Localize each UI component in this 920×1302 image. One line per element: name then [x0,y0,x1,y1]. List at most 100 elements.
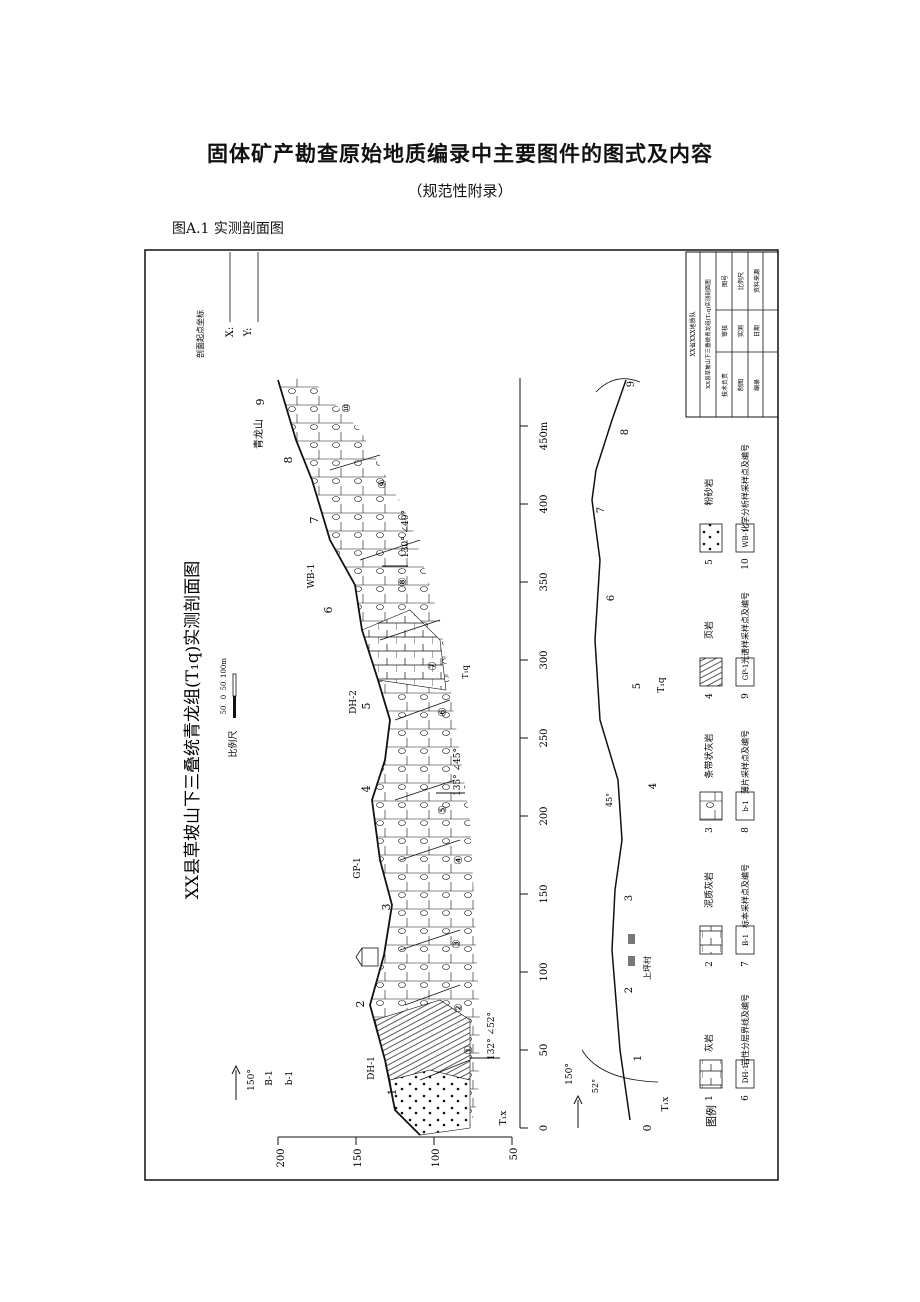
svg-text:岩性分层界线及编号: 岩性分层界线及编号 [740,994,750,1066]
svg-text:8: 8 [620,429,631,435]
figure-caption: 图A.1 实测剖面图 [172,221,284,237]
title-block: XX省XXX地质队 XX县草坡山下三叠统青龙组(T₁q)实测剖面图 技术负责 制… [685,251,779,418]
svg-text:50: 50 [220,682,228,691]
svg-text:技术负责: 技术负责 [721,373,729,397]
section-title: XX县草坡山下三叠统青龙组(T₁q)实测剖面图 [183,561,203,900]
svg-text:图号: 图号 [722,275,729,287]
svg-text:GP-1: GP-1 [353,857,363,879]
svg-text:135° ∠45°: 135° ∠45° [453,748,463,796]
svg-text:7: 7 [308,517,321,524]
svg-text:9: 9 [254,399,267,406]
svg-text:B-1: B-1 [265,1070,275,1086]
origin-coordinates: 剖面起点坐标 X: Y: [195,252,259,358]
svg-text:①: ① [462,1045,475,1055]
formation-bottom: T₁x [499,1111,509,1126]
village-icon [628,956,635,966]
svg-text:审核: 审核 [721,325,729,337]
svg-text:DH-1: DH-1 [367,1056,377,1080]
svg-text:泥质灰岩: 泥质灰岩 [703,872,715,908]
svg-text:10: 10 [741,558,751,570]
figure-frame [144,249,779,1181]
azimuth-block: 150° B-1 b-1 [231,1064,295,1100]
origin-y: Y: [243,328,254,338]
svg-text:T₁q: T₁q [657,677,667,693]
svg-text:250: 250 [539,728,550,747]
svg-text:150: 150 [353,1148,364,1167]
svg-text:页岩: 页岩 [703,621,715,639]
svg-text:⑦: ⑦ [426,661,439,671]
svg-text:7: 7 [596,507,607,513]
svg-text:3: 3 [705,827,715,833]
svg-text:4: 4 [648,783,659,789]
svg-text:b-1: b-1 [285,1071,295,1086]
svg-text:3: 3 [380,904,393,911]
svg-text:400: 400 [539,494,550,513]
svg-text:标本采样点及编号: 标本采样点及编号 [740,864,750,928]
origin-label: 剖面起点坐标 [195,310,205,358]
village-icon [628,934,635,944]
svg-text:100: 100 [539,962,550,981]
sample-labels: DH-1 GP-1 DH-2 WB-1 [307,564,377,1080]
svg-text:薄片采样点及编号: 薄片采样点及编号 [740,730,750,794]
scale-bar: 比例尺 50 0 50 100m [220,658,239,758]
svg-text:8: 8 [282,457,295,464]
svg-text:2: 2 [624,987,635,993]
svg-text:实测: 实测 [737,325,745,337]
svg-text:灰岩: 灰岩 [703,1034,715,1052]
svg-text:0: 0 [539,1125,550,1131]
title-block-org: XX省XXX地质队 [689,311,697,356]
svg-text:0: 0 [641,1125,654,1132]
svg-text:⑩: ⑩ [340,403,353,413]
svg-text:1: 1 [705,1095,715,1101]
svg-text:④: ④ [452,855,465,865]
formation-top: T₁q [461,665,470,679]
title-block-name: XX县草坡山下三叠统青龙组(T₁q)实测剖面图 [704,279,712,389]
svg-text:GP-1: GP-1 [742,664,750,681]
house-icon [361,947,379,967]
svg-text:⑧: ⑧ [396,577,409,587]
svg-text:4: 4 [360,786,373,793]
svg-text:2: 2 [354,1001,367,1008]
svg-text:化学分析样采样点及编号: 化学分析样采样点及编号 [740,444,750,532]
svg-text:6: 6 [741,1095,751,1101]
svg-text:2: 2 [705,961,715,967]
svg-text:日期: 日期 [753,325,761,337]
legend: 图例 1 灰岩 2 泥质灰岩 3 条带状灰岩 4 页岩 5 粉砂岩 6 岩性分层… [699,444,755,1127]
svg-text:7: 7 [741,961,751,967]
topographic-profile [277,379,421,1136]
svg-text:52°: 52° [591,1079,600,1093]
svg-text:DH-2: DH-2 [349,690,359,714]
svg-text:DH-1: DH-1 [742,1065,750,1084]
svg-text:b-1: b-1 [742,800,750,811]
svg-text:150°: 150° [247,1069,257,1091]
svg-text:3: 3 [624,895,635,901]
page-title: 固体矿产勘查原始地质编录中主要图件的图式及内容 [207,142,713,166]
svg-text:9: 9 [741,693,751,699]
attitudes: 132° ∠52° 135° ∠45° 130° ∠40° [382,510,500,1060]
svg-text:条带状灰岩: 条带状灰岩 [703,733,715,778]
svg-text:200: 200 [539,806,550,825]
svg-text:300: 300 [539,650,550,669]
svg-text:B-1: B-1 [742,934,750,946]
svg-text:50: 50 [539,1044,550,1057]
svg-text:450m: 450m [539,421,550,450]
svg-text:9: 9 [626,381,637,387]
section-profile [277,378,480,1136]
svg-text:0: 0 [220,695,228,699]
svg-text:T₁x: T₁x [661,1097,671,1112]
svg-text:100m: 100m [220,658,228,678]
svg-text:WB-1: WB-1 [742,528,750,547]
plan-view: 150° 52° 45° 0 1 2 3 4 5 6 7 8 9 T₁q T₁x… [565,378,671,1132]
svg-text:50: 50 [509,1148,520,1161]
svg-text:200: 200 [276,1148,287,1167]
svg-text:350: 350 [539,572,550,591]
svg-text:编录: 编录 [753,379,761,391]
layer-numbers: ① ② ③ ④ ⑤ ⑥ ⑦ ⑧ ⑨ ⑩ [340,403,475,1055]
svg-text:③: ③ [450,939,463,949]
elevation-axis: 200 150 100 50 [276,1136,520,1168]
svg-text:上坪村: 上坪村 [642,956,652,980]
mountain-label: 青龙山 [252,419,265,449]
distance-axis: 0 50 100 150 200 250 300 350 400 450m [519,378,550,1131]
svg-text:5: 5 [360,703,373,710]
